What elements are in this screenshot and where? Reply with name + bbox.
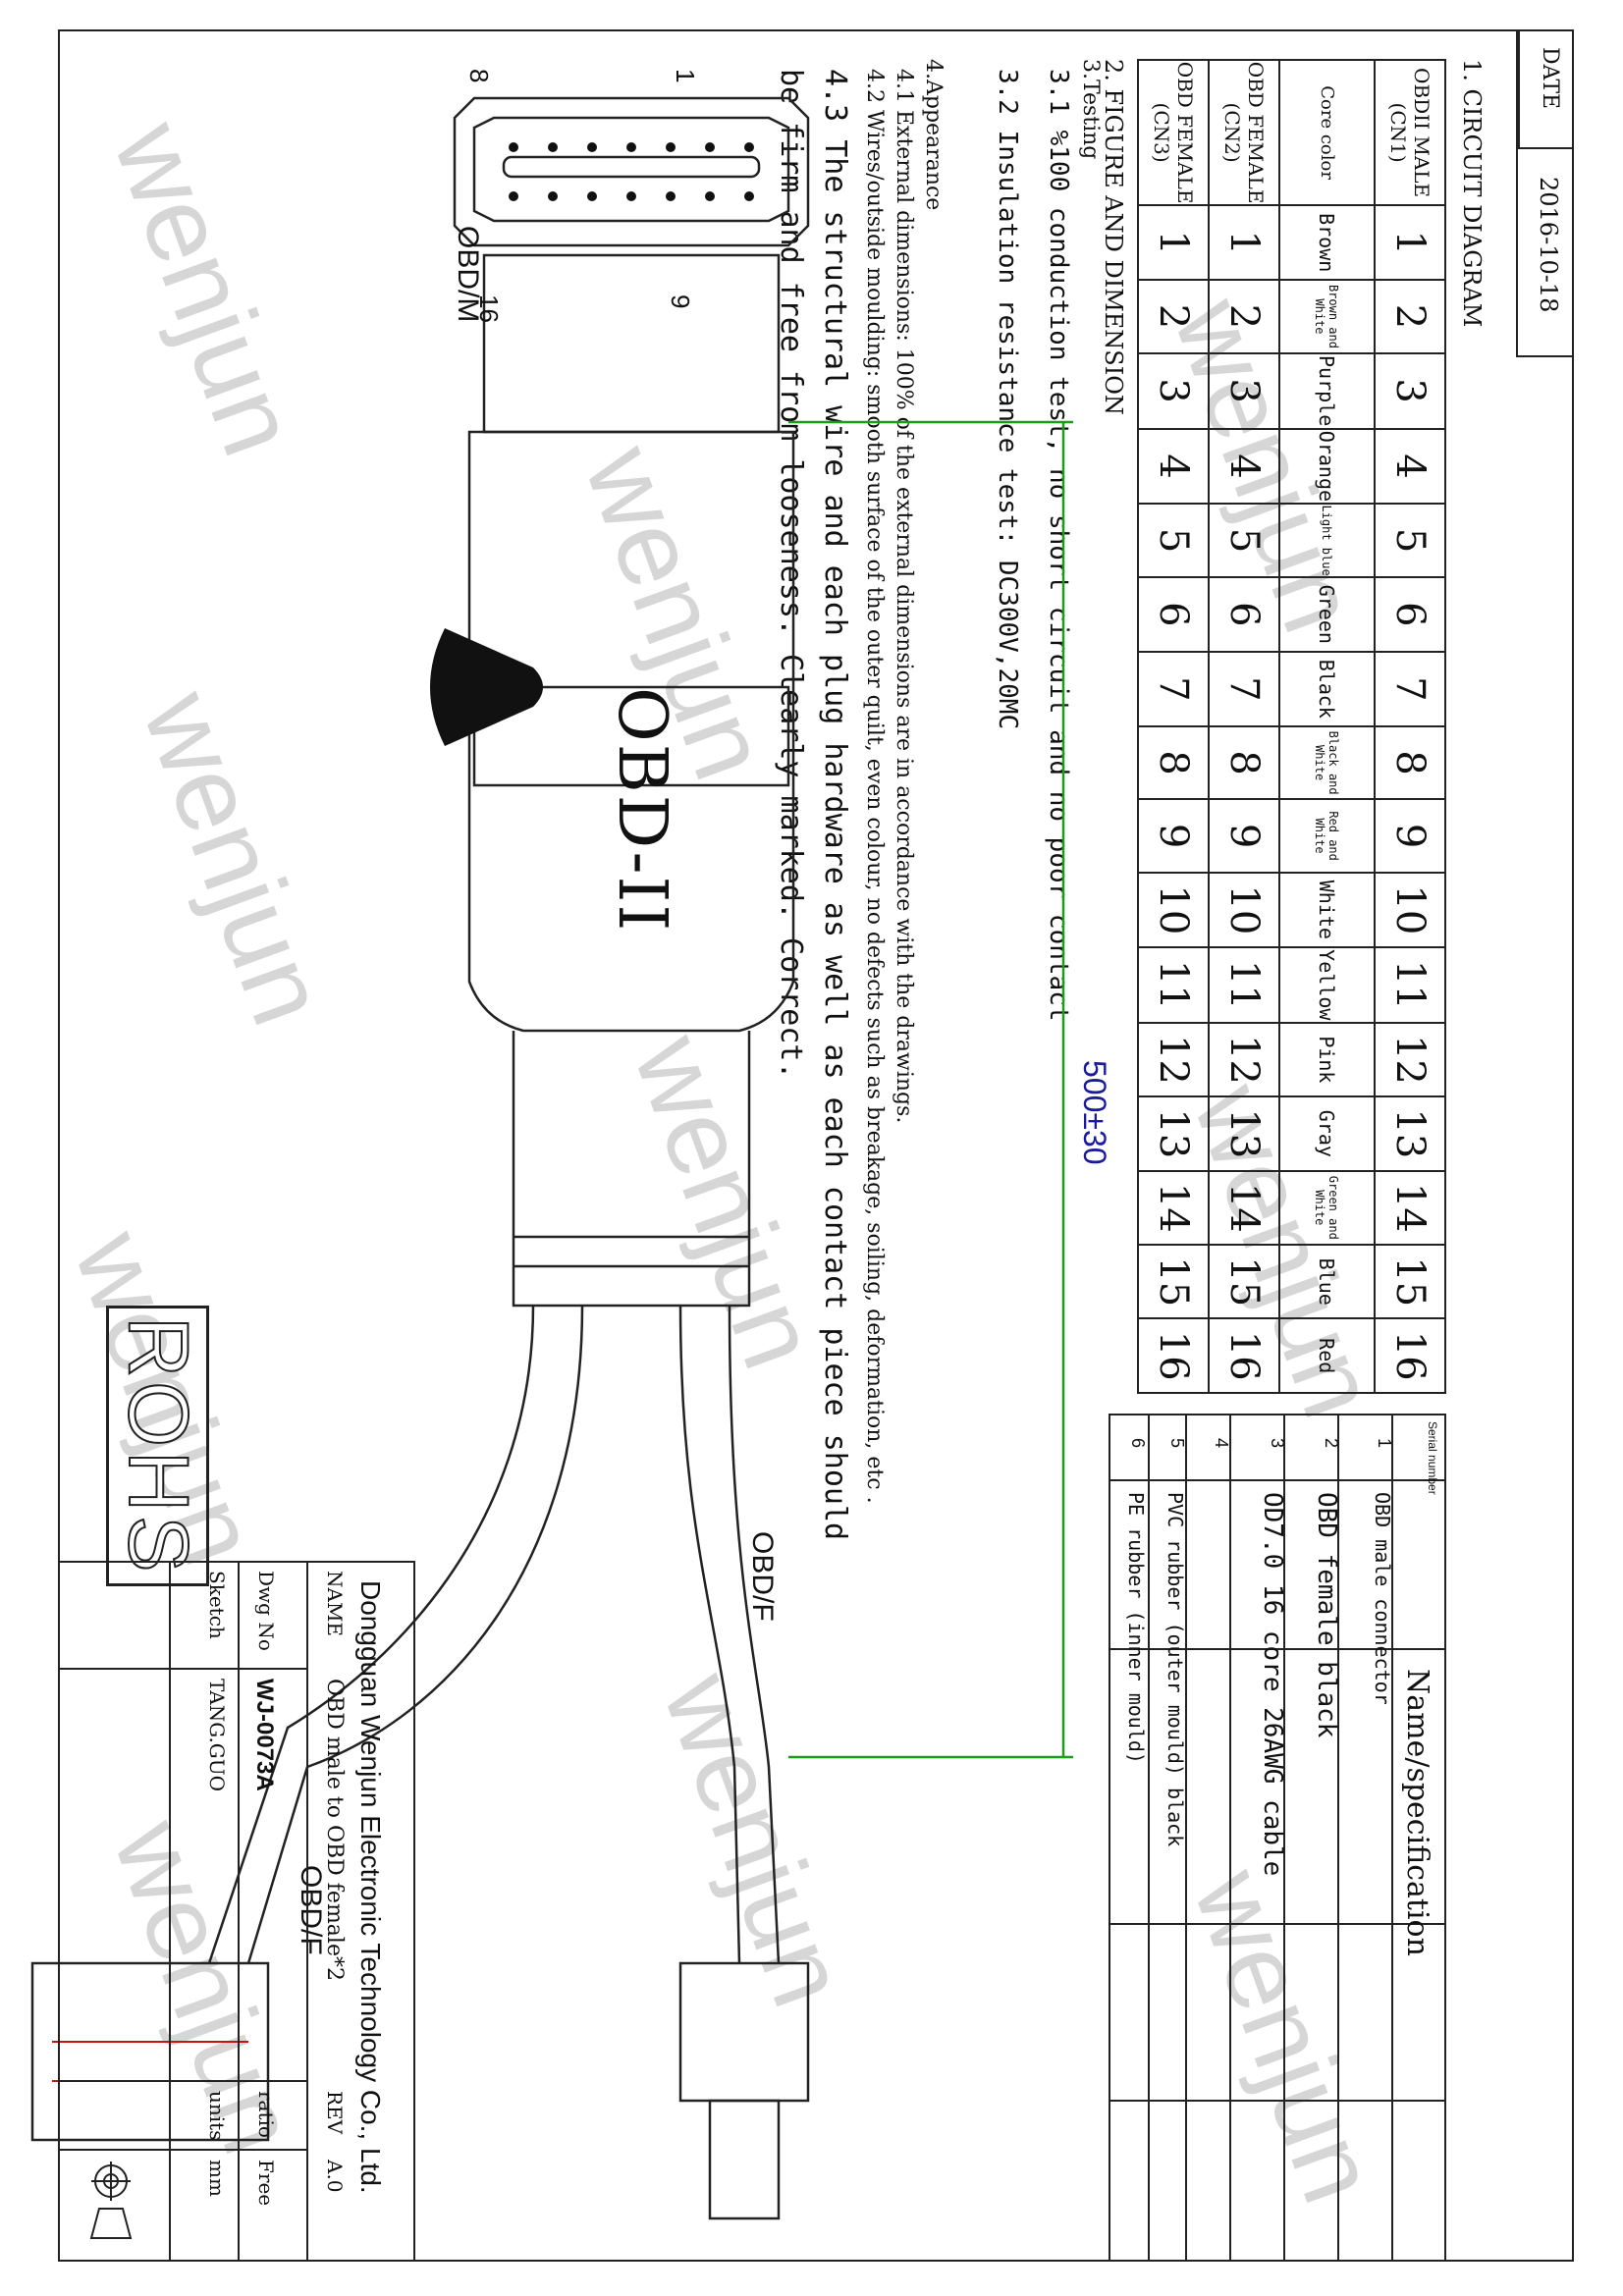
dwg-value: WJ-0073A: [251, 1679, 278, 1791]
rev-label: REV: [323, 2091, 347, 2135]
dwg-label: Dwg No: [254, 1571, 278, 1651]
ratio-value: Free: [254, 2160, 278, 2207]
cable-branch-2: [246, 1305, 584, 1964]
obd-male-inner: [472, 116, 790, 223]
cable-branch-1b: [678, 1305, 741, 1964]
sketch-value: TANG.GUO: [205, 1679, 229, 1792]
ratio-label: ratio: [254, 2091, 278, 2138]
units-label: units: [205, 2091, 229, 2141]
obd-label-box: [472, 685, 790, 787]
projection-symbol-icon: [89, 2162, 133, 2239]
sketch-label: Sketch: [205, 1571, 229, 1639]
rev-value: A.0: [323, 2160, 347, 2193]
units-value: mm: [205, 2160, 229, 2197]
name-label: NAME: [323, 1571, 347, 1637]
dimension-label: 500±30: [1077, 1060, 1112, 1165]
obd-male-pins: [509, 142, 754, 201]
company-name: Dongguan Wenjun Electronic Technology Co…: [355, 1580, 386, 2194]
obd-male-housing: [467, 430, 795, 1033]
male-grip-pad: [430, 628, 543, 746]
obd-female-upper: [678, 1961, 810, 2103]
pin-1-label: 1: [671, 69, 700, 83]
pin-8-label: 8: [464, 69, 494, 83]
cable-branch-1: [728, 1305, 781, 1964]
obd-male-body: [482, 253, 781, 434]
obd-body-label: OBD-II: [603, 687, 680, 934]
male-strain-relief: [512, 1031, 751, 1308]
obd-male-face: [453, 96, 810, 247]
title-block-lines: [60, 1561, 308, 2260]
obd-f-upper-label: OBD/F: [746, 1531, 779, 1622]
pin-16-label: 16: [474, 294, 504, 323]
spec-table-lines: [1110, 1414, 1446, 2260]
cable-branch-2b: [207, 1305, 535, 1964]
name-value: OBD male to OBD female*2: [322, 1679, 347, 1981]
obd-female-upper-tip: [708, 2099, 781, 2220]
pin-9-label: 9: [666, 294, 695, 309]
obd-male-divider: [502, 155, 761, 179]
